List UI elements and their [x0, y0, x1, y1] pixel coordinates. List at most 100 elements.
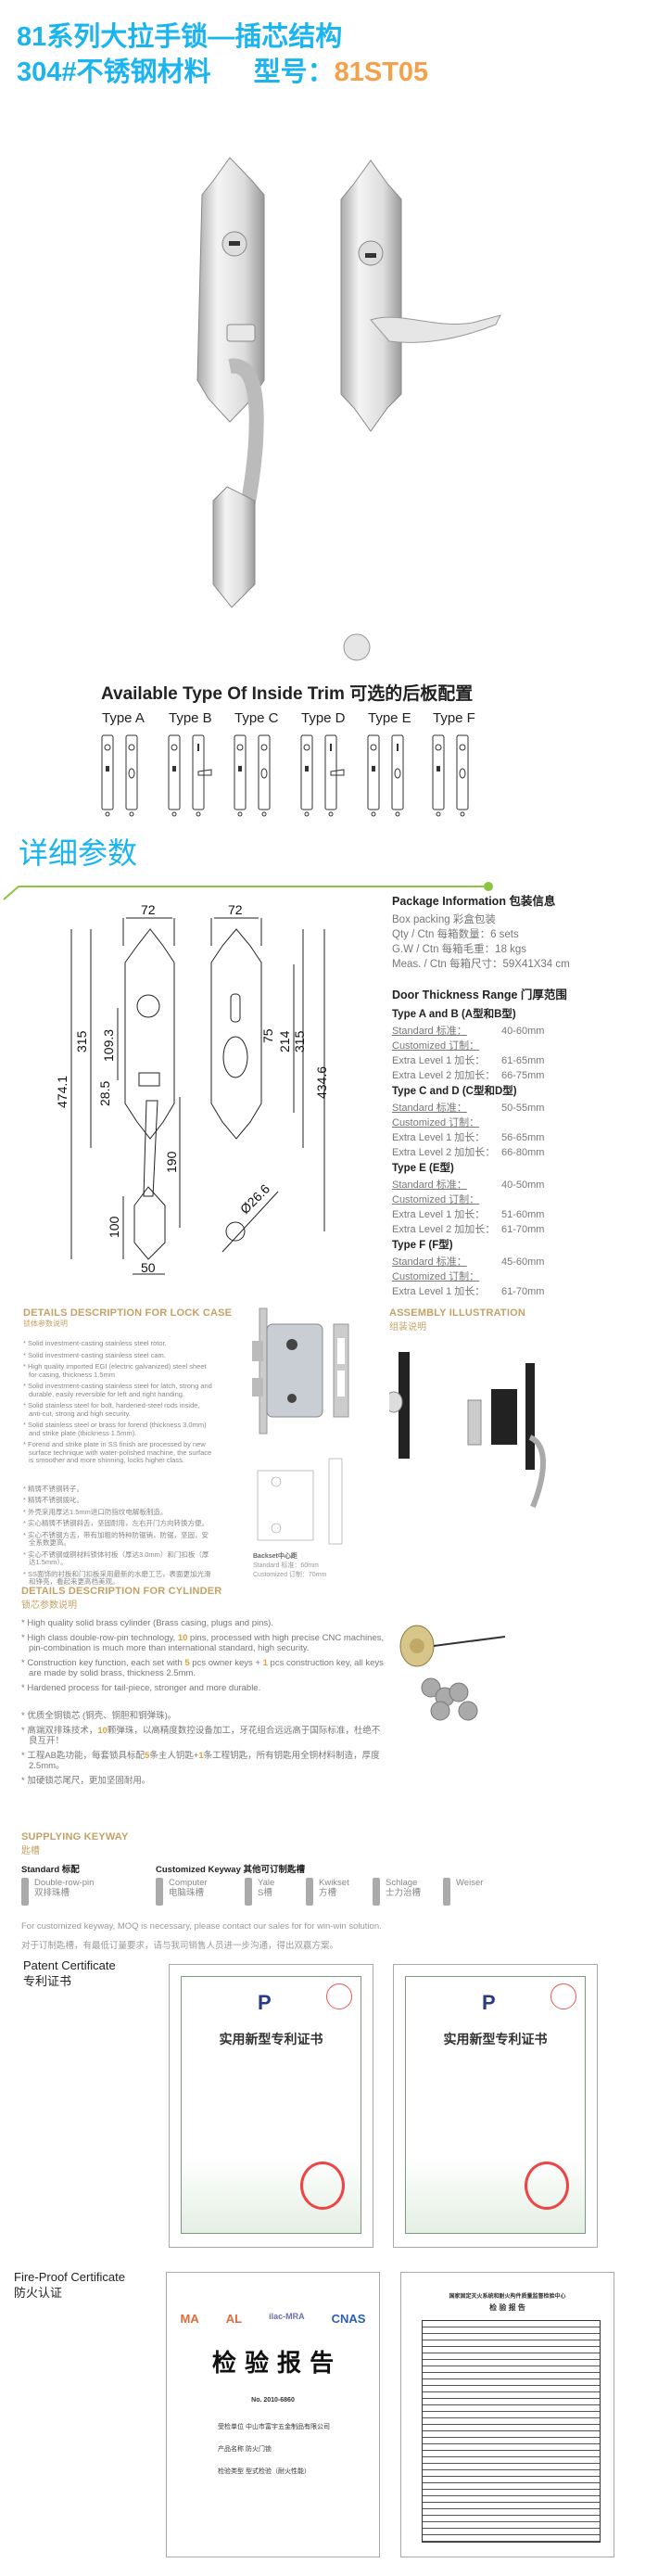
section-divider [3, 882, 493, 900]
door-thickness-row: Extra Level 1 加长：51-60mm [392, 1207, 570, 1222]
lock-case-bullet-cn: * 实心不锈钢或铜材料锁体衬板（厚达3.0mm）和门扣板（厚达1.5mm）。 [23, 1549, 209, 1566]
lock-case-bullet: * Solid stainless steel for bolt, harden… [23, 1401, 200, 1418]
dimension-drawing: 72 72 474.1 315 109.3 28.5 190 100 50 75… [55, 902, 329, 1275]
dim-cyl-thumb: 109.3 [101, 1029, 116, 1062]
cyl-bullet-3: * Construction key function, each set wi… [21, 1658, 384, 1678]
row-label: Customized 订制： [392, 1271, 480, 1282]
package-title: Package Information 包装信息 [392, 895, 556, 908]
lock-case-bullet: * Solid stainless steel or brass for for… [23, 1421, 207, 1437]
cyl-bullet-cn-3: * 工程AB匙功能，每套锁具标配5条主人钥匙+1条工程钥匙，所有钥匙用全铜材料制… [21, 1751, 380, 1771]
patent-logo: P [258, 1991, 272, 2014]
keyway-note-cn: 对于订制匙槽，有最低订量要求，请与我司销售人员进一步沟通，得出双赢方案。 [21, 1941, 339, 1951]
trim-type-icon [234, 734, 271, 817]
door-thickness-row: Extra Level 1 加长：61-65mm [392, 1053, 570, 1068]
door-thickness-row: Standard 标准：45-60mm [392, 1255, 570, 1269]
cyl-bullet-cn-4: * 加硬锁芯尾尺，更加坚固耐用。 [21, 1776, 151, 1786]
keyway-profile-icon [443, 1878, 450, 1906]
door-thickness-row: Standard 标准： 40-60mm [392, 1024, 570, 1039]
door-thickness-row: Customized 订制： [392, 1192, 570, 1207]
row-value: 61-70mm [501, 1286, 545, 1297]
door-thickness-row: Customized 订制： [392, 1116, 570, 1130]
lock-case-image [252, 1307, 349, 1545]
keyway-standard-label: Standard 标配 [21, 1865, 80, 1875]
trim-type-label: Type F [433, 710, 475, 726]
keyway-custom-label: Customized Keyway 其他可订制匙槽 [156, 1865, 305, 1875]
fireproof-label: Fire-Proof Certificate 防火认证 [14, 2270, 125, 2300]
package-info: Package Information 包装信息 Box packing 彩盒包… [392, 891, 570, 1299]
package-row: Qty / Ctn 每箱数量：6 sets [392, 929, 519, 940]
door-thickness-row: Extra Level 2 加加长： 61-70mm [392, 1222, 570, 1237]
interior-trim [340, 159, 501, 661]
trim-type-label: Type C [234, 710, 279, 726]
dim-width-outside: 72 [141, 902, 156, 917]
dimension-labels: 72 72 474.1 315 109.3 28.5 190 100 50 75… [55, 902, 329, 1275]
row-label: Customized 订制： [392, 1194, 480, 1205]
inside-trim-title: Available Type Of Inside Trim 可选的后板配置 [101, 684, 474, 704]
report-number: No. 2010-6860 [251, 2397, 295, 2404]
title-line1: 81系列大拉手锁—插芯结构 [17, 22, 343, 52]
lock-case-bullet-cn: * 实心不锈钢方舌，带有加粗的特种防锯销，防锯，坚固，安全系数更高。 [23, 1530, 209, 1547]
door-thickness-row: Extra Level 2 加加长：66-80mm [392, 1145, 570, 1160]
trim-type-icon [101, 734, 138, 817]
keyway-title-cn: 匙槽 [21, 1846, 40, 1856]
backset-info: Backset中心距 Standard 标准：60mm Customized 订… [253, 1551, 326, 1579]
dim-total-height: 474.1 [55, 1076, 70, 1108]
row-value: 40-60mm [501, 1026, 545, 1037]
door-thickness-row: Standard 标准：40-50mm [392, 1178, 570, 1192]
row-label: Standard 标准： [392, 1026, 467, 1037]
dim-bottom-width: 50 [141, 1260, 156, 1275]
keyway-note-en: For customized keyway, MOQ is necessary,… [21, 1921, 382, 1932]
row-label: Extra Level 2 加加长： [392, 1224, 496, 1235]
door-thickness-row: Extra Level 1 加长：56-65mm [392, 1130, 570, 1145]
row-value: 40-50mm [501, 1180, 545, 1191]
assembly-section: ASSEMBLY ILLUSTRATION 组装说明 [389, 1307, 525, 1333]
fireproof-report-detail: 国家固定灭火系统和耐火构件质量监督检验中心 检 验 报 告 [400, 2272, 614, 2557]
lock-case-bullet: * Solid investment-casting stainless ste… [23, 1339, 167, 1347]
trim-type-icon [300, 734, 345, 817]
patent-cert-title: 实用新型专利证书 [443, 2033, 548, 2047]
report-field: 产品名称 防火门锁 [218, 2446, 272, 2453]
assembly-title-cn: 组装说明 [389, 1322, 426, 1333]
details-title: 详细参数 [19, 836, 138, 870]
trim-type-label: Type D [301, 710, 346, 726]
lock-case-bullet: * Forend and strike plate in SS finish a… [23, 1440, 212, 1464]
door-thickness-title: Door Thickness Range 门厚范围 [392, 988, 567, 1001]
row-label: Extra Level 2 加加长： [392, 1070, 496, 1081]
row-label: Extra Level 1 加长： [392, 1132, 486, 1143]
cylinder-keys-image [399, 1625, 506, 1721]
keyway-profile-icon [373, 1878, 380, 1906]
report-table [422, 2320, 601, 2543]
dim-inside-plate: 315 [292, 1030, 307, 1052]
lock-case-bullet-cn: * 精铸不锈钢转子。 [23, 1484, 84, 1493]
assembly-title: ASSEMBLY ILLUSTRATION [389, 1307, 526, 1319]
door-type-heading: Type A and B (A型和B型) [392, 1009, 516, 1020]
trim-type-icon [168, 734, 212, 817]
cyl-bullet-cn-2: * 高端双排珠技术，10颗弹珠，以高精度数控设备加工，牙花组合远远高于国际标准，… [21, 1726, 381, 1746]
cylinder-section: DETAILS DESCRIPTION FOR CYLINDER 锁芯参数说明 … [21, 1586, 387, 1791]
keyway-title: SUPPLYING KEYWAY [21, 1831, 129, 1843]
trim-type-icon [367, 734, 404, 817]
cylinder-title-cn: 锁芯参数说明 [21, 1600, 77, 1611]
lock-case-bullet: * Solid investment-casting stainless ste… [23, 1382, 212, 1398]
lock-case-bullet: * High quality imported EGI (electric ga… [23, 1362, 207, 1379]
door-thickness-row: Standard 标准：50-55mm [392, 1101, 570, 1116]
model-number: 81ST05 [334, 57, 429, 87]
row-value: 66-75mm [501, 1070, 545, 1081]
keyway-profile-icon [21, 1878, 29, 1906]
keyway-profile-icon [245, 1878, 252, 1906]
patent-label: Patent Certificate 专利证书 [23, 1958, 116, 1988]
trim-type-label: Type A [102, 710, 145, 726]
trim-type-label: Type E [368, 710, 411, 726]
row-label: Extra Level 2 加加长： [392, 1147, 496, 1158]
material-label: 304#不锈钢材料 [17, 57, 211, 87]
row-value: 61-70mm [501, 1224, 545, 1235]
exterior-handleset [196, 157, 265, 608]
lock-case-title-cn: 锁体参数说明 [23, 1320, 68, 1328]
door-thickness-row: Customized 订制： [392, 1269, 570, 1284]
